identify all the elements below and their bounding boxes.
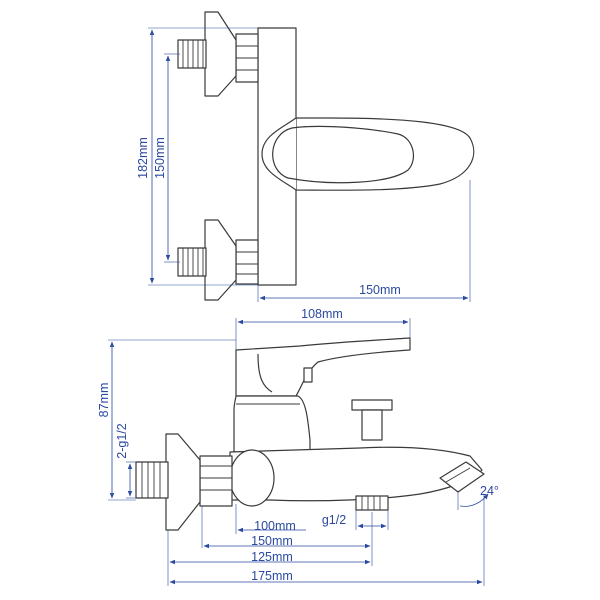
top-lever-body-cap: [261, 117, 297, 191]
dim-label-100: 100mm: [254, 519, 296, 533]
side-lever: [235, 337, 411, 397]
dim-label-125: 125mm: [251, 550, 293, 564]
side-inlet-flange: [165, 433, 201, 531]
top-view: 182mm 150mm 150mm: [136, 11, 475, 302]
top-lower-nut: [235, 239, 259, 285]
top-lower-connector: [177, 219, 259, 301]
side-view: 108mm 87mm 2-g1/2 24° g1/2 100mm 150mm: [97, 307, 499, 586]
top-lever: [295, 117, 475, 191]
side-spout-tip: [439, 461, 485, 493]
top-lower-thread: [177, 247, 207, 277]
dim-label-150-horizontal: 150mm: [359, 283, 401, 297]
dim-label-182: 182mm: [136, 137, 150, 179]
side-round-body: [229, 449, 275, 507]
dim-label-108: 108mm: [301, 307, 343, 321]
top-lever-slot: [272, 125, 415, 184]
side-diverter-cap: [351, 399, 393, 411]
top-lower-flange: [204, 219, 237, 301]
side-diverter-stem: [361, 409, 383, 441]
side-outlet-thread: [355, 495, 389, 511]
side-lever-pin: [303, 367, 313, 383]
dim-label-150-vertical: 150mm: [153, 137, 167, 179]
dim-label-87: 87mm: [97, 383, 111, 418]
top-upper-connector: [177, 11, 259, 97]
label-inlet-thread: 2-g1/2: [115, 423, 129, 458]
top-upper-flange: [204, 11, 237, 97]
top-upper-thread: [177, 39, 207, 69]
angle-arc: [459, 493, 489, 507]
label-angle: 24°: [480, 484, 499, 498]
dim-label-150-side: 150mm: [251, 534, 293, 548]
label-outlet-thread: g1/2: [322, 513, 346, 527]
side-spout: [229, 446, 483, 502]
side-inlet-thread: [135, 461, 169, 499]
side-inlet-nut: [199, 455, 233, 507]
dim-label-175: 175mm: [251, 569, 293, 583]
